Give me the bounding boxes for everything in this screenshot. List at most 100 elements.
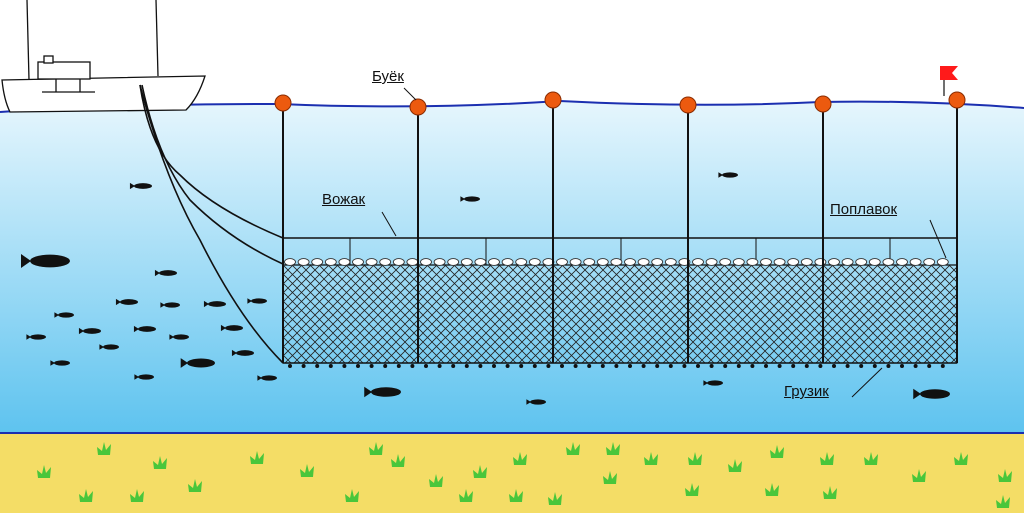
sinker-label: Грузик <box>784 383 829 400</box>
grass-tuft-icon <box>912 469 926 482</box>
sinker-icon <box>804 364 809 368</box>
float-icon <box>596 258 609 266</box>
fish-icon <box>203 300 226 308</box>
sinker-icon <box>777 364 782 368</box>
sinker-icon <box>587 364 592 368</box>
grass-tuft-icon <box>509 489 523 502</box>
sinker-icon <box>736 364 741 368</box>
float-icon <box>732 258 745 266</box>
sinker-icon <box>288 364 292 368</box>
grass-tuft-icon <box>820 452 834 465</box>
fish-icon <box>78 327 101 335</box>
sinker-icon <box>573 364 578 368</box>
sinker-icon <box>546 364 551 368</box>
grass-tuft-icon <box>345 489 359 502</box>
float-icon <box>460 258 473 266</box>
sinker-icon <box>791 364 796 368</box>
float-icon <box>284 258 296 266</box>
float-icon <box>705 258 718 266</box>
floats <box>284 258 949 266</box>
float-icon <box>569 258 582 266</box>
float-icon <box>760 258 772 266</box>
sinker-icon <box>832 364 836 368</box>
float-icon <box>447 258 460 266</box>
float-icon <box>556 258 568 266</box>
float-icon <box>433 258 446 266</box>
grass-tuft-icon <box>513 452 527 465</box>
grass-tuft-icon <box>765 483 779 496</box>
float-icon <box>787 258 800 266</box>
grass-tuft-icon <box>864 452 878 465</box>
sinker-icon <box>424 364 428 368</box>
float-icon <box>297 258 310 266</box>
sinker-icon <box>396 364 401 368</box>
fish-icon <box>160 302 180 308</box>
float-icon <box>352 258 364 266</box>
sinker-icon <box>940 364 945 368</box>
fish-icon <box>220 324 243 332</box>
fish-icon <box>115 298 138 306</box>
grass-tuft-icon <box>300 464 314 477</box>
sinker-icon <box>505 364 510 368</box>
fishing-boat-icon <box>1 0 206 113</box>
grass-tuft-icon <box>130 489 144 502</box>
float-icon <box>324 258 337 266</box>
fish-icon <box>154 269 177 277</box>
grass-tuft-icon <box>996 495 1010 508</box>
float-icon <box>637 258 650 266</box>
grass-tuft-icon <box>250 451 264 464</box>
float-icon <box>420 258 432 266</box>
float-icon <box>800 258 813 266</box>
sinker-icon <box>845 364 850 368</box>
float-icon <box>773 258 786 266</box>
float-icon <box>406 258 419 266</box>
sinker-icon <box>655 364 660 368</box>
sinker-icon <box>478 364 483 368</box>
buoy-icon <box>814 95 832 113</box>
float-icon <box>515 258 528 266</box>
grass-tuft-icon <box>153 456 167 469</box>
fish-icon <box>133 325 156 333</box>
sinker-icon <box>682 364 687 368</box>
float-icon <box>923 258 936 266</box>
grass-tuft-icon <box>369 442 383 455</box>
sinker-icon <box>913 364 918 368</box>
float-icon <box>692 258 704 266</box>
float-icon <box>746 258 759 266</box>
float-icon <box>392 258 405 266</box>
float-icon <box>651 258 664 266</box>
leader-label: Вожак <box>322 191 366 208</box>
float-icon <box>624 258 636 266</box>
buoy-icon <box>544 91 562 109</box>
float-icon <box>896 258 908 266</box>
sinker-icon <box>437 364 442 368</box>
grass-tuft-icon <box>391 454 405 467</box>
float-icon <box>882 258 895 266</box>
float-icon <box>488 258 500 266</box>
fish-icon <box>460 196 480 202</box>
float-icon <box>664 258 677 266</box>
fish-icon <box>913 388 950 400</box>
fish-school <box>21 172 950 405</box>
sinker-icon <box>696 364 700 368</box>
float-icon <box>379 258 392 266</box>
sinker-icon <box>723 364 728 368</box>
grass-tuft-icon <box>97 442 111 455</box>
float-icon <box>814 258 827 266</box>
label-pointers <box>381 87 947 398</box>
fish-icon <box>180 358 215 368</box>
grass-tuft-icon <box>685 483 699 496</box>
buoy-icon <box>679 96 697 114</box>
sinker-icon <box>410 364 415 368</box>
sinker-icon <box>859 364 864 368</box>
grass-tuft-icon <box>429 474 443 487</box>
buoy-icon <box>274 94 292 112</box>
sinker-icon <box>328 364 333 368</box>
sinker-icon <box>342 364 347 368</box>
marker-flag-icon <box>940 66 958 96</box>
sinker-icon <box>927 364 932 368</box>
net-mesh <box>282 264 958 364</box>
fish-icon <box>364 386 401 398</box>
grass-tuft-icon <box>606 442 620 455</box>
